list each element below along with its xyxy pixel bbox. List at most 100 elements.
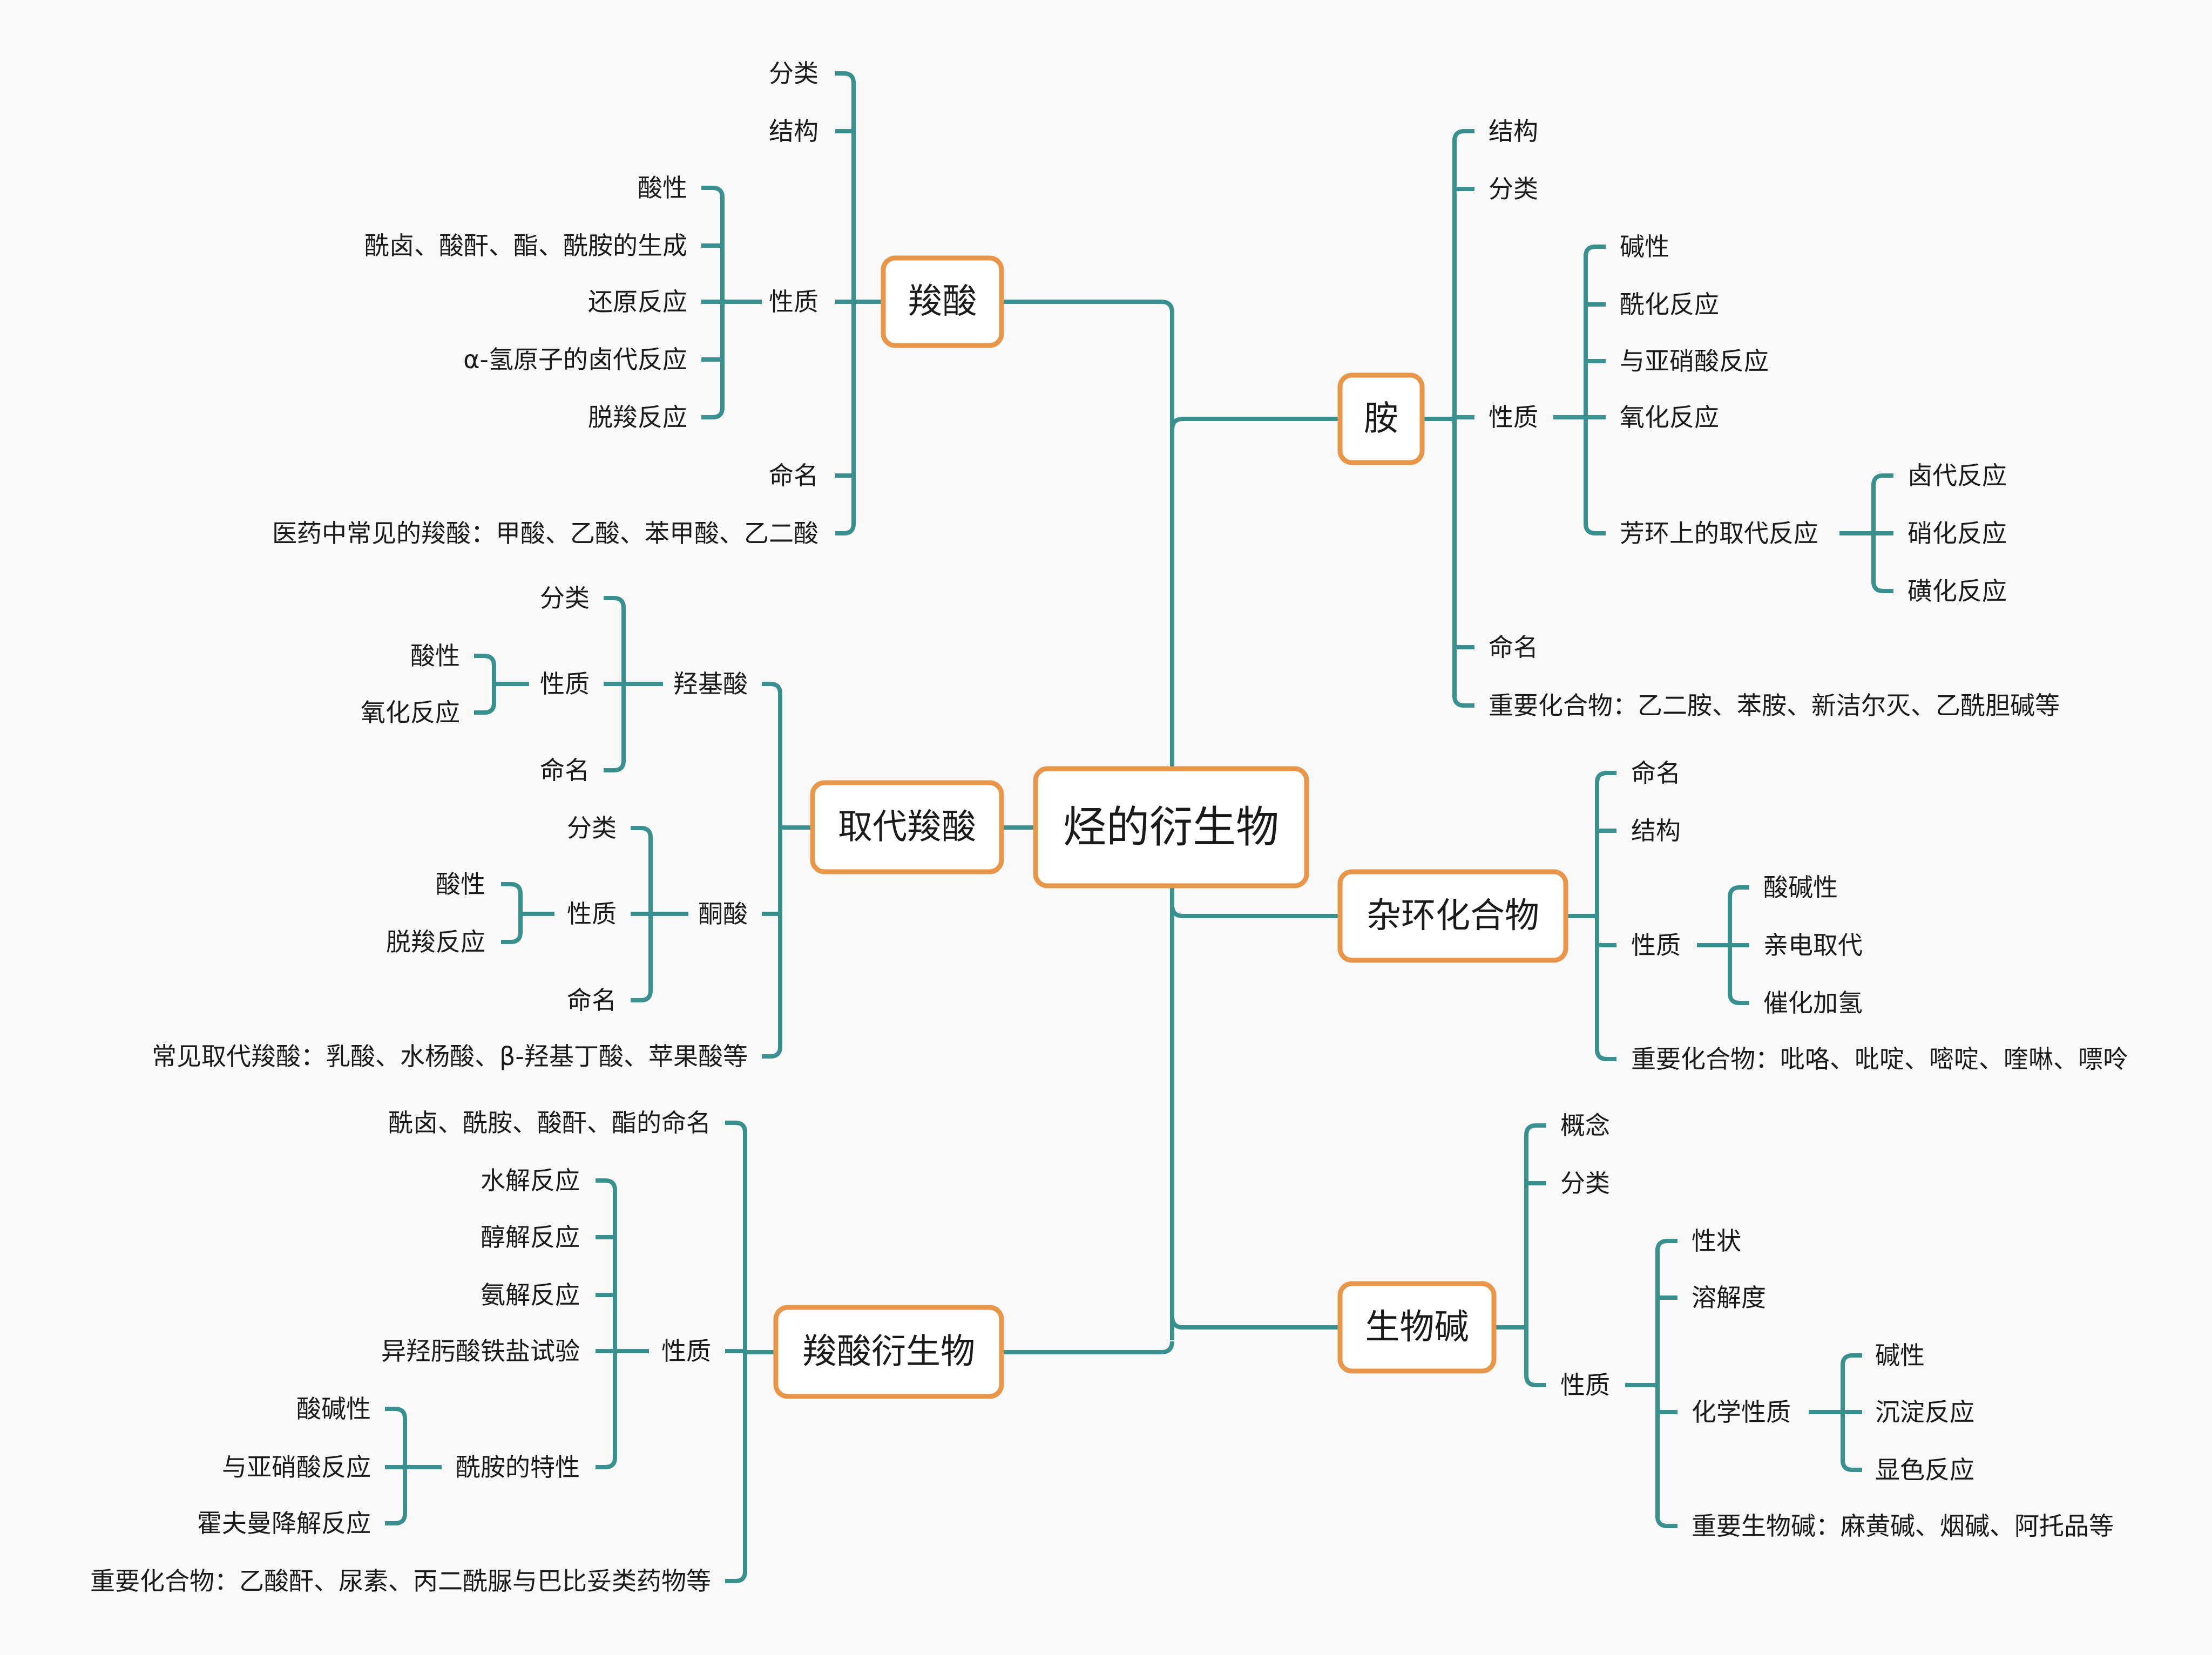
alkaloid-chemical-property[interactable]: 沉淀反应 <box>1875 1398 1974 1427</box>
carboxylic-acid-property[interactable]: 脱羧反应 <box>588 403 687 432</box>
heterocyclic-item[interactable]: 性质 <box>1631 931 1681 960</box>
carboxylic-acid-property[interactable]: 酰卤、酸酐、酯、酰胺的生成 <box>364 231 687 260</box>
topic-heterocyclic-compounds[interactable]: 杂环化合物 <box>1337 869 1568 963</box>
connector <box>1841 1412 1862 1472</box>
trunk-branch <box>1002 1341 1174 1354</box>
connector <box>762 682 782 828</box>
hydroxy-acid-item[interactable]: 性质 <box>540 669 590 698</box>
aromatic-substitution-item[interactable]: 磺化反应 <box>1907 576 2007 606</box>
substituted-acid-item[interactable]: 酮酸 <box>698 899 748 928</box>
central-topic[interactable]: 烃的衍生物 <box>1033 766 1309 888</box>
substituted-acid-item[interactable]: 常见取代羧酸：乳酸、水杨酸、β-羟基丁酸、苹果酸等 <box>152 1042 748 1071</box>
alkaloid-property[interactable]: 溶解度 <box>1692 1283 1766 1312</box>
heterocyclic-property[interactable]: 酸碱性 <box>1763 873 1838 902</box>
amine-property[interactable]: 碱性 <box>1620 232 1669 261</box>
amine-item[interactable]: 分类 <box>1489 174 1538 204</box>
topic-carboxylic-acid-derivatives-label: 羧酸衍生物 <box>802 1332 975 1372</box>
hydroxy-acid-property[interactable]: 酸性 <box>410 641 460 670</box>
heterocyclic-property[interactable]: 亲电取代 <box>1763 931 1863 960</box>
alkaloid-item[interactable]: 性质 <box>1560 1371 1610 1400</box>
topic-carboxylic-acid-derivatives-frame <box>773 1305 1004 1399</box>
alkaloid-property[interactable]: 性状 <box>1692 1226 1741 1256</box>
amine-property[interactable]: 芳环上的取代反应 <box>1620 519 1818 548</box>
connector <box>631 826 653 914</box>
acid-derivative-item[interactable]: 重要化合物：乙酸酐、尿素、丙二酰脲与巴比妥类药物等 <box>90 1566 711 1596</box>
topic-amine[interactable]: 胺 <box>1337 372 1425 465</box>
carboxylic-acid-item[interactable]: 医药中常见的羧酸：甲酸、乙酸、苯甲酸、乙二酸 <box>272 519 818 548</box>
heterocyclic-item[interactable]: 结构 <box>1631 816 1681 845</box>
acid-derivative-property[interactable]: 醇解反应 <box>481 1223 580 1252</box>
acid-derivative-property[interactable]: 酰胺的特性 <box>456 1453 580 1482</box>
acid-derivative-item[interactable]: 酰卤、酰胺、酸酐、酯的命名 <box>388 1108 711 1137</box>
connector <box>1452 419 1474 708</box>
topic-heterocyclic-compounds-frame <box>1337 869 1568 963</box>
connector <box>1655 1385 1677 1528</box>
keto-acid-item[interactable]: 命名 <box>567 986 617 1015</box>
hydroxy-acid-item[interactable]: 命名 <box>540 756 590 785</box>
keto-acid-property[interactable]: 脱羧反应 <box>386 927 485 957</box>
carboxylic-acid-item[interactable]: 结构 <box>769 117 818 146</box>
acid-derivative-property[interactable]: 氨解反应 <box>481 1280 580 1310</box>
topic-heterocyclic-compounds-label: 杂环化合物 <box>1367 896 1539 936</box>
heterocyclic-property[interactable]: 催化加氢 <box>1763 988 1863 1018</box>
amine-property[interactable]: 氧化反应 <box>1620 403 1719 432</box>
alkaloid-chemical-property[interactable]: 显色反应 <box>1875 1455 1974 1484</box>
connector <box>1584 245 1606 417</box>
connector <box>596 1351 617 1469</box>
carboxylic-acid-item[interactable]: 命名 <box>769 461 818 490</box>
topic-carboxylic-acid-derivatives[interactable]: 羧酸衍生物 <box>773 1305 1004 1399</box>
connector <box>835 302 856 535</box>
acid-derivative-property[interactable]: 水解反应 <box>481 1166 580 1195</box>
topic-alkaloid[interactable]: 生物碱 <box>1337 1281 1497 1374</box>
alkaloid-chemical-property[interactable]: 碱性 <box>1875 1341 1925 1370</box>
alkaloid-item[interactable]: 分类 <box>1560 1169 1610 1198</box>
connector <box>835 71 856 302</box>
heterocyclic-item[interactable]: 命名 <box>1631 758 1681 788</box>
connector <box>604 684 626 772</box>
connector <box>385 1467 407 1525</box>
topic-carboxylic-acid[interactable]: 羧酸 <box>881 255 1004 348</box>
connector <box>474 684 496 715</box>
amide-property[interactable]: 霍夫曼降解反应 <box>197 1509 371 1538</box>
carboxylic-acid-property[interactable]: 还原反应 <box>588 287 687 316</box>
carboxylic-acid-property[interactable]: α-氢原子的卤代反应 <box>463 345 687 374</box>
trunk-branch <box>1170 1316 1340 1330</box>
aromatic-substitution-item[interactable]: 卤代反应 <box>1907 461 2007 490</box>
alkaloid-property[interactable]: 重要生物碱：麻黄碱、烟碱、阿托品等 <box>1692 1511 2114 1541</box>
hydroxy-acid-property[interactable]: 氧化反应 <box>361 698 460 727</box>
trunk-branch <box>1170 905 1340 918</box>
connector <box>1452 129 1474 419</box>
hydroxy-acid-item[interactable]: 分类 <box>540 584 590 613</box>
heterocyclic-item[interactable]: 重要化合物：吡咯、吡啶、嘧啶、喹啉、嘌呤 <box>1631 1044 2128 1074</box>
amide-property[interactable]: 酸碱性 <box>296 1394 371 1423</box>
connector <box>701 186 725 302</box>
connector <box>501 914 523 944</box>
connector <box>725 1352 747 1583</box>
amine-property[interactable]: 与亚硝酸反应 <box>1620 347 1769 376</box>
topic-alkaloid-label: 生物碱 <box>1365 1307 1469 1347</box>
connector <box>1584 417 1606 535</box>
carboxylic-acid-property[interactable]: 酸性 <box>638 173 687 202</box>
amine-property[interactable]: 酰化反应 <box>1620 290 1719 319</box>
amine-item[interactable]: 结构 <box>1489 117 1538 146</box>
connector <box>1871 473 1893 533</box>
nodes: 分类结构性质命名医药中常见的羧酸：甲酸、乙酸、苯甲酸、乙二酸酸性酰卤、酸酐、酯、… <box>90 59 2128 1596</box>
topic-substituted-carboxylic-acid[interactable]: 取代羧酸 <box>810 780 1004 874</box>
amine-item[interactable]: 命名 <box>1489 633 1538 662</box>
connector <box>474 654 496 684</box>
amide-property[interactable]: 与亚硝酸反应 <box>222 1453 371 1482</box>
amine-item[interactable]: 性质 <box>1489 403 1538 432</box>
carboxylic-acid-item[interactable]: 分类 <box>769 59 818 88</box>
keto-acid-item[interactable]: 分类 <box>567 813 617 843</box>
acid-derivative-property[interactable]: 异羟肟酸铁盐试验 <box>381 1337 580 1366</box>
carboxylic-acid-item[interactable]: 性质 <box>769 287 818 316</box>
amine-item[interactable]: 重要化合物：乙二胺、苯胺、新洁尔灭、乙酰胆碱等 <box>1489 691 2060 720</box>
keto-acid-property[interactable]: 酸性 <box>436 870 485 899</box>
connector <box>385 1407 407 1467</box>
alkaloid-property[interactable]: 化学性质 <box>1692 1398 1791 1427</box>
acid-derivative-item[interactable]: 性质 <box>661 1337 711 1366</box>
keto-acid-item[interactable]: 性质 <box>567 899 617 928</box>
alkaloid-item[interactable]: 概念 <box>1560 1111 1610 1140</box>
substituted-acid-item[interactable]: 羟基酸 <box>673 669 748 698</box>
aromatic-substitution-item[interactable]: 硝化反应 <box>1907 519 2007 548</box>
